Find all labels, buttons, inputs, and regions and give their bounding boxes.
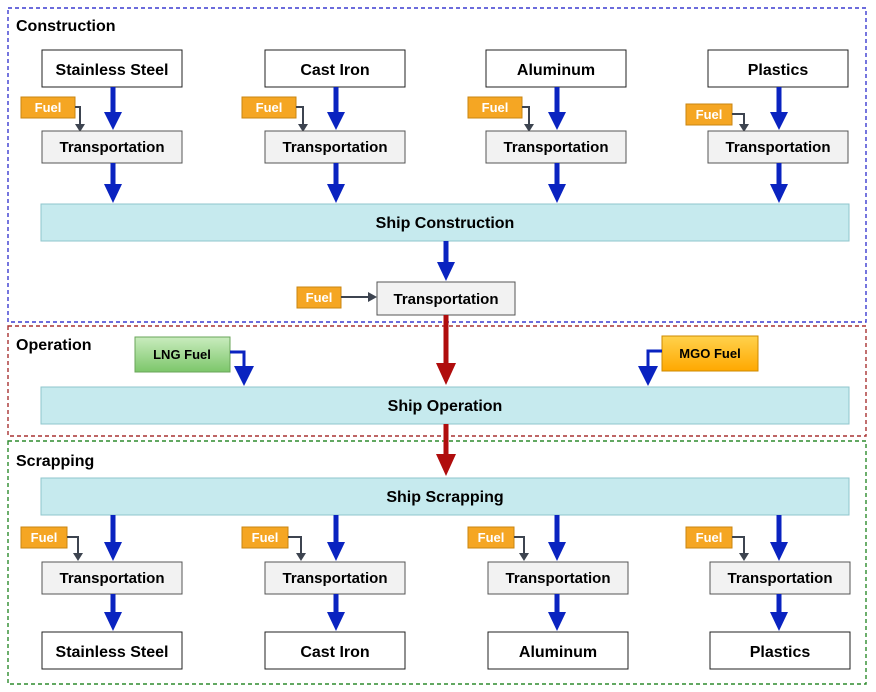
transport-label: Transportation xyxy=(59,139,164,156)
construction-column-aluminum: Aluminum Fuel Transportation xyxy=(467,49,627,203)
lng-fuel-label: LNG Fuel xyxy=(153,347,211,362)
down-arrow xyxy=(548,612,566,631)
fuel-arrow-head xyxy=(524,124,534,132)
fuel-arrow-head xyxy=(368,292,377,302)
ship-scrapping-box xyxy=(40,477,850,516)
operation-section xyxy=(7,325,867,437)
transport-box xyxy=(707,130,849,164)
transport-box xyxy=(709,561,851,595)
fuel-label: Fuel xyxy=(31,530,58,545)
material-label: Cast Iron xyxy=(300,62,369,79)
fuel-arrow-head xyxy=(73,553,83,561)
material-box xyxy=(709,631,851,670)
down-arrow xyxy=(770,184,788,203)
down-arrow xyxy=(104,542,122,561)
transport-box xyxy=(376,281,516,316)
down-arrow xyxy=(327,612,345,631)
down-arrow xyxy=(327,542,345,561)
down-arrow xyxy=(327,184,345,203)
material-label: Cast Iron xyxy=(300,644,369,661)
mgo-arrow-head xyxy=(638,366,658,386)
material-label: Plastics xyxy=(750,644,811,661)
scrapping-section xyxy=(7,440,867,685)
down-arrow xyxy=(327,112,345,130)
fuel-label: Fuel xyxy=(306,290,333,305)
ship-operation-label: Ship Operation xyxy=(388,398,503,415)
down-arrow xyxy=(548,542,566,561)
ship-scrapping-label: Ship Scrapping xyxy=(386,489,503,506)
ship-operation-box xyxy=(40,386,850,425)
ship-construction-label: Ship Construction xyxy=(376,215,515,232)
transport-label: Transportation xyxy=(393,291,498,308)
construction-column-cast-iron: Cast Iron Fuel Transportation xyxy=(241,49,406,203)
down-arrow xyxy=(436,454,456,476)
down-arrow xyxy=(104,184,122,203)
fuel-label: Fuel xyxy=(696,530,723,545)
transport-box xyxy=(264,561,406,595)
transport-label: Transportation xyxy=(282,139,387,156)
down-arrow xyxy=(437,262,455,281)
scrapping-column-stainless-steel: Fuel Transportation Stainless Steel xyxy=(20,515,183,670)
construction-section xyxy=(7,7,867,323)
transport-box xyxy=(264,130,406,164)
material-label: Aluminum xyxy=(519,644,597,661)
transport-label: Transportation xyxy=(59,570,164,587)
ship-construction-box xyxy=(40,203,850,242)
transport-label: Transportation xyxy=(727,570,832,587)
material-label: Plastics xyxy=(748,62,809,79)
construction-column-plastics: Plastics Fuel Transportation xyxy=(685,49,849,203)
construction-section-title: Construction xyxy=(16,18,116,35)
fuel-arrow-head xyxy=(739,124,749,132)
down-arrow xyxy=(104,612,122,631)
material-box xyxy=(41,49,183,88)
material-box xyxy=(41,631,183,670)
lng-arrow-head xyxy=(234,366,254,386)
fuel-arrow-head xyxy=(739,553,749,561)
material-box xyxy=(264,631,406,670)
fuel-label: Fuel xyxy=(478,530,505,545)
material-label: Stainless Steel xyxy=(56,62,169,79)
material-box xyxy=(487,631,629,670)
transport-label: Transportation xyxy=(503,139,608,156)
down-arrow xyxy=(548,184,566,203)
material-label: Aluminum xyxy=(517,62,595,79)
down-arrow xyxy=(770,542,788,561)
scrapping-column-aluminum: Fuel Transportation Aluminum xyxy=(467,515,629,670)
down-arrow xyxy=(770,612,788,631)
fuel-label: Fuel xyxy=(252,530,279,545)
fuel-arrow-head xyxy=(296,553,306,561)
down-arrow xyxy=(548,112,566,130)
transport-label: Transportation xyxy=(505,570,610,587)
scrapping-section-title: Scrapping xyxy=(16,453,94,470)
down-arrow xyxy=(770,112,788,130)
fuel-label: Fuel xyxy=(696,107,723,122)
fuel-arrow-head xyxy=(298,124,308,132)
construction-column-stainless-steel: Stainless Steel Fuel Transportation xyxy=(20,49,183,203)
fuel-label: Fuel xyxy=(35,100,62,115)
fuel-label: Fuel xyxy=(482,100,509,115)
fuel-label: Fuel xyxy=(256,100,283,115)
scrapping-column-cast-iron: Fuel Transportation Cast Iron xyxy=(241,515,406,670)
mgo-fuel-label: MGO Fuel xyxy=(679,346,740,361)
lng-fuel-box xyxy=(134,336,231,373)
down-arrow xyxy=(436,363,456,385)
operation-section-title: Operation xyxy=(16,337,92,354)
down-arrow xyxy=(104,112,122,130)
transport-label: Transportation xyxy=(725,139,830,156)
material-box xyxy=(707,49,849,88)
transport-label: Transportation xyxy=(282,570,387,587)
mgo-fuel-box xyxy=(661,335,759,372)
fuel-arrow-head xyxy=(519,553,529,561)
material-label: Stainless Steel xyxy=(56,644,169,661)
fuel-arrow-head xyxy=(75,124,85,132)
scrapping-column-plastics: Fuel Transportation Plastics xyxy=(685,515,851,670)
transport-box xyxy=(487,561,629,595)
